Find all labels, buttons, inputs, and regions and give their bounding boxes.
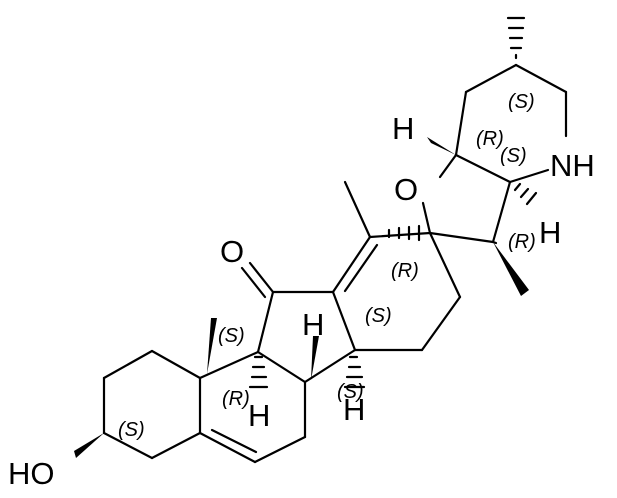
hydrogen-c22-label: H bbox=[392, 111, 414, 146]
stereo-c3: (S) bbox=[118, 419, 145, 441]
stereo-c22: (R) bbox=[476, 128, 504, 150]
stereo-c20: (R) bbox=[391, 260, 419, 282]
stereo-c9: (R) bbox=[222, 388, 250, 410]
hydrogen-c9-label: H bbox=[248, 398, 270, 433]
ketone-oxygen-label: O bbox=[220, 234, 244, 269]
stereo-c14: (S) bbox=[365, 305, 392, 327]
hash-bonds bbox=[248, 16, 538, 389]
stereo-c17: (R) bbox=[508, 231, 536, 253]
stereo-c25: (S) bbox=[508, 91, 535, 113]
hydrogen-c14-label: H bbox=[302, 307, 324, 342]
stereo-c13: (S) bbox=[337, 381, 364, 403]
stereo-descriptors: (S) (S) (R) (S) (S) (R) (R) (S) (R) (S) bbox=[118, 91, 536, 441]
wedge-bonds bbox=[74, 137, 529, 458]
hydrogen-c23-label: H bbox=[539, 215, 561, 250]
hydrogen-c8-label: H bbox=[343, 392, 365, 427]
amine-label: NH bbox=[550, 148, 595, 183]
ring-oxygen-label: O bbox=[394, 172, 418, 207]
stereo-c10: (S) bbox=[218, 325, 245, 347]
bonds bbox=[102, 63, 568, 464]
atom-labels: HO O O NH H H H H H bbox=[8, 111, 595, 491]
hydroxyl-label: HO bbox=[8, 456, 55, 491]
stereo-c23: (S) bbox=[500, 145, 527, 167]
